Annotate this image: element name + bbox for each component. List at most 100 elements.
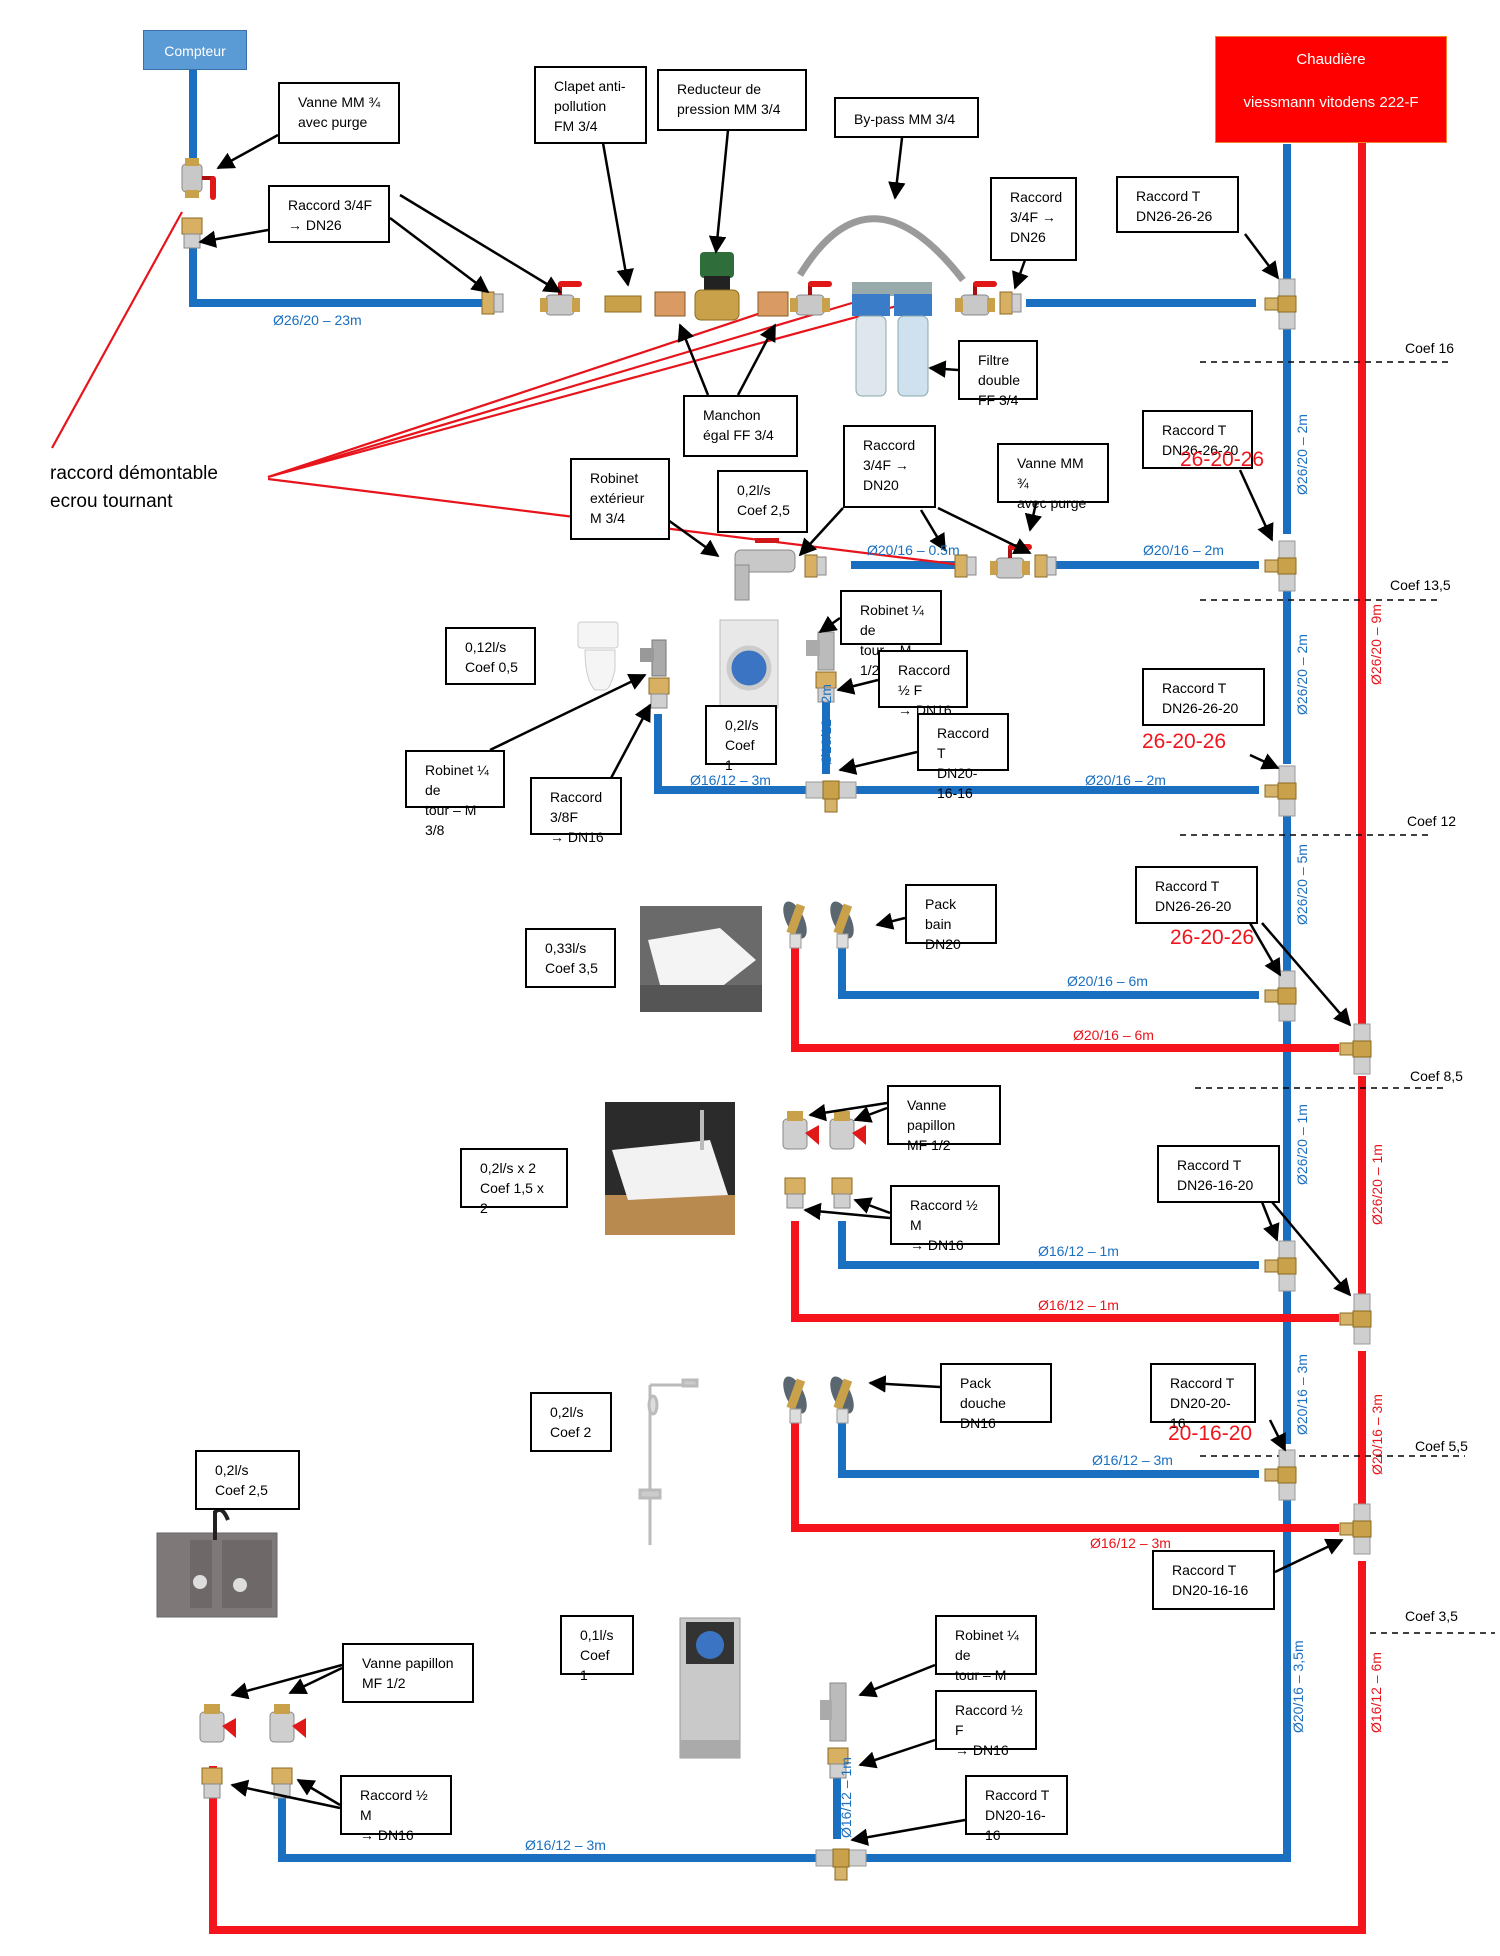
- label-vasque-debit: 0,2l/s x 2 Coef 1,5 x 2: [460, 1148, 568, 1216]
- hot-column-4: [209, 1561, 1366, 1934]
- label-bain-debit: 0,33l/s Coef 3,5: [525, 928, 616, 988]
- bypass-valve-icon: [789, 280, 833, 316]
- label-robinet-lv: Robinet ¼ de tour – M 1/2: [935, 1615, 1037, 1703]
- fitting-icon: [831, 1177, 853, 1209]
- pipe-label-douche-froid: Ø16/12 – 3m: [1092, 1452, 1173, 1468]
- pipe-bain-froid: [838, 942, 1259, 999]
- label-filtre: Filtre double FF 3/4: [958, 340, 1038, 408]
- tee-fitting-icon: [1339, 1023, 1372, 1075]
- label-evier-debit: 0,2l/s Coef 2,5: [195, 1450, 300, 1510]
- tee-fitting-icon: [1264, 765, 1297, 817]
- label-te-bain: Raccord T DN26-26-20: [1135, 866, 1258, 924]
- label-robinet-wc: Robinet ¼ de tour – M 3/8: [405, 750, 505, 838]
- coef-8-5: Coef 8,5: [1410, 1068, 1463, 1084]
- coupling-icon: [654, 291, 686, 317]
- pipe-evier-froid: [278, 1794, 819, 1862]
- check-valve-icon: [604, 295, 642, 313]
- fitting-icon: [1034, 554, 1057, 578]
- tee-fitting-icon: [1339, 1503, 1372, 1555]
- pipe-label-col-froid-1: Ø26/20 – 2m: [1294, 414, 1310, 495]
- pipe-label-col-chaud-1: Ø26/20 – 9m: [1368, 604, 1384, 685]
- shower-pack-icon: [777, 1372, 813, 1424]
- pipe-label-ext-a: Ø20/16 – 0.5m: [867, 542, 960, 558]
- meter-label: Compteur: [164, 43, 226, 59]
- label-robinet-ll: Robinet ¼ de tour – M 1/2: [840, 590, 942, 678]
- label-te-douche-froid: Raccord T DN20-20-16: [1150, 1363, 1256, 1431]
- outlet-fitting-icon: [999, 291, 1022, 315]
- angle-valve-icon: [806, 631, 835, 671]
- hot-pipes: [209, 139, 1366, 1934]
- coef-lines: [1180, 361, 1495, 1634]
- label-te-ext: Raccord T DN26-26-20: [1142, 410, 1253, 469]
- label-raccord-lv: Raccord ½ F → DN16: [935, 1690, 1037, 1758]
- coef-5-5: Coef 5,5: [1415, 1438, 1468, 1454]
- annotation-lines: [51, 211, 971, 568]
- pipe-label-col-froid-4: Ø26/20 – 1m: [1294, 1104, 1310, 1185]
- butterfly-valve-icon: [199, 1703, 237, 1743]
- red-code-ext: 26-20-26: [1180, 448, 1265, 471]
- label-te-lv: Raccord T DN20-16-16: [965, 1775, 1068, 1843]
- pipe-label-ll-vert: Ø16/12 – 2m: [818, 684, 834, 765]
- pipe-label-ext-b: Ø20/16 – 2m: [1143, 542, 1224, 558]
- label-wc-debit: 0,12l/s Coef 0,5: [445, 627, 536, 685]
- label-pack-bain: Pack bain DN20: [905, 884, 997, 952]
- red-code-bain: 26-20-26: [1170, 926, 1255, 949]
- label-bypass: By-pass MM 3/4: [834, 97, 979, 138]
- coef-3-5: Coef 3,5: [1405, 1608, 1458, 1624]
- butterfly-valve-icon: [269, 1703, 307, 1743]
- boiler-title: Chaudière: [1296, 51, 1366, 68]
- butterfly-valve-icon: [782, 1110, 820, 1150]
- label-vanne-evier: Vanne papillon MF 1/2: [342, 1643, 474, 1703]
- pipe-douche-froid: [838, 1421, 1259, 1478]
- pipe-label-col-chaud-3: Ø20/16 – 3m: [1369, 1394, 1385, 1475]
- tee-fitting-icon: [1264, 1240, 1297, 1292]
- pipe-label-col-froid-6: Ø20/16 – 3,5m: [1290, 1640, 1306, 1733]
- pipe-label-vasque-chaud: Ø16/12 – 1m: [1038, 1297, 1119, 1313]
- label-lv-debit: 0,1l/s Coef 1: [560, 1615, 634, 1683]
- bath-pack-icon: [824, 897, 860, 949]
- label-raccord-ll: Raccord ½ F → DN16: [878, 650, 968, 718]
- tee-fitting-icon: [815, 1848, 867, 1881]
- pipe-entree: [189, 241, 484, 307]
- label-te-douche-chaud: Raccord T DN20-16-16: [1152, 1550, 1275, 1610]
- shower-pack-icon: [824, 1372, 860, 1424]
- toilet-icon: [577, 621, 619, 691]
- exterior-tap-icon: [734, 538, 796, 601]
- dishwasher-icon: [679, 1617, 741, 1759]
- pressure-reducer-icon: [694, 252, 740, 321]
- label-reducteur: Reducteur de pression MM 3/4: [657, 69, 807, 131]
- shower-icon: [638, 1378, 699, 1545]
- red-code-wc-ll: 26-20-26: [1142, 730, 1227, 753]
- meter-box: Compteur: [143, 30, 247, 70]
- pipe-label-douche-chaud: Ø16/12 – 3m: [1090, 1535, 1171, 1551]
- pipe-vasque-chaud: [791, 1221, 1339, 1322]
- coupling-icon: [757, 291, 789, 317]
- red-code-douche: 20-16-20: [1168, 1422, 1253, 1445]
- pipe-bain-chaud: [791, 942, 1339, 1052]
- fitting-icon: [648, 677, 670, 709]
- label-te-vasque: Raccord T DN26-16-20: [1157, 1145, 1280, 1203]
- ball-valve-icon: [989, 543, 1033, 579]
- label-vanne-ext: Vanne MM ¾ avec purge: [997, 443, 1109, 511]
- label-manchon: Manchon égal FF 3/4: [683, 395, 798, 457]
- label-robinet-ext-debit: 0,2l/s Coef 2,5: [717, 470, 808, 533]
- tee-fitting-icon: [1264, 540, 1297, 592]
- angle-valve-icon: [820, 1682, 847, 1742]
- bathtub-icon: [640, 906, 762, 1012]
- label-raccord-sortie: Raccord 3/4F → DN26: [990, 177, 1077, 261]
- label-raccord-wc: Raccord 3/8F → DN16: [530, 777, 622, 845]
- label-raccord-evier: Raccord ½ M → DN16: [340, 1775, 452, 1843]
- label-te-principal: Raccord T DN26-26-26: [1116, 176, 1239, 233]
- pipe-vasque-froid: [838, 1221, 1259, 1269]
- label-vanne-entree: Vanne MM ¾ avec purge: [278, 82, 400, 144]
- pipe-douche-chaud: [791, 1421, 1339, 1532]
- boiler-box: Chaudière viessmann vitodens 222-F: [1215, 36, 1447, 143]
- pipe-label-col-froid-5: Ø20/16 – 3m: [1294, 1354, 1310, 1435]
- cold-pipes: [189, 64, 1291, 1862]
- tee-fitting-icon: [1264, 278, 1297, 330]
- pipe-label-wc: Ø16/12 – 3m: [690, 772, 771, 788]
- components: [156, 157, 1372, 1881]
- pipe-label-bain-froid: Ø20/16 – 6m: [1067, 973, 1148, 989]
- callout-arrows: [198, 129, 1352, 1846]
